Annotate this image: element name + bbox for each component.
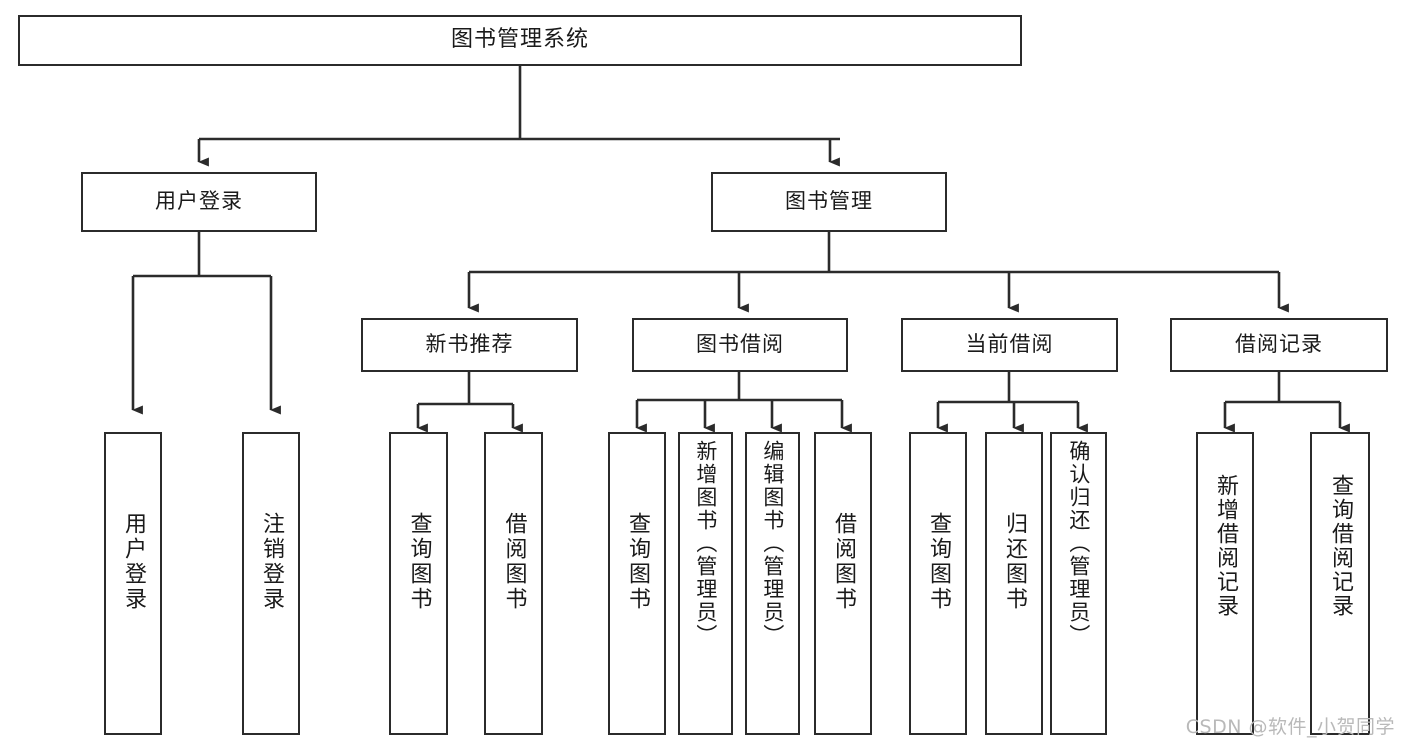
leaf-borrow-borrow-book[interactable]: 借阅图书 [814,432,872,735]
node-new-book-recommend[interactable]: 新书推荐 [361,318,578,372]
leaf-label: 编辑图书（管理员） [760,440,785,647]
leaf-borrow-add-book[interactable]: 新增图书（管理员） [678,432,733,735]
leaf-record-add-record[interactable]: 新增借阅记录 [1196,432,1254,735]
leaf-current-return-book[interactable]: 归还图书 [985,432,1043,735]
leaf-label: 查询图书 [624,512,650,612]
leaf-recommend-borrow-book[interactable]: 借阅图书 [484,432,543,735]
leaf-label: 借阅图书 [501,512,527,612]
node-root[interactable]: 图书管理系统 [18,15,1022,66]
leaf-label: 归还图书 [1001,512,1027,612]
leaf-label: 注销登录 [258,512,284,612]
leaf-record-query-record[interactable]: 查询借阅记录 [1310,432,1370,735]
leaf-label: 查询图书 [406,512,432,612]
leaf-label: 确认归还（管理员） [1066,440,1091,647]
leaf-current-query-book[interactable]: 查询图书 [909,432,967,735]
leaf-label: 新增借阅记录 [1212,474,1238,618]
leaf-user-login-login[interactable]: 用户登录 [104,432,162,735]
leaf-label: 新增图书（管理员） [693,440,718,647]
leaf-label: 用户登录 [120,512,146,612]
leaf-label: 借阅图书 [830,512,856,612]
node-borrow-record[interactable]: 借阅记录 [1170,318,1388,372]
leaf-borrow-query-book[interactable]: 查询图书 [608,432,666,735]
node-current-borrow[interactable]: 当前借阅 [901,318,1118,372]
leaf-borrow-edit-book[interactable]: 编辑图书（管理员） [745,432,800,735]
leaf-current-confirm-return[interactable]: 确认归还（管理员） [1050,432,1107,735]
leaf-label: 查询图书 [925,512,951,612]
leaf-recommend-query-book[interactable]: 查询图书 [389,432,448,735]
leaf-user-login-logout[interactable]: 注销登录 [242,432,300,735]
watermark: CSDN @软件_小贺同学 [1185,716,1395,738]
leaf-label: 查询借阅记录 [1327,474,1353,618]
node-book-borrow[interactable]: 图书借阅 [632,318,848,372]
node-book-management[interactable]: 图书管理 [711,172,947,232]
node-user-login[interactable]: 用户登录 [81,172,317,232]
